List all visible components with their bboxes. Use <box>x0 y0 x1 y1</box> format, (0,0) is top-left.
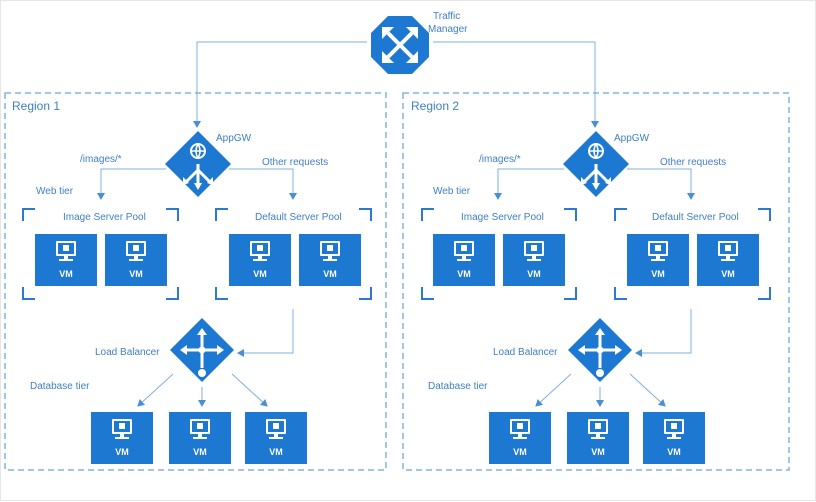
r1-load-balancer-label: Load Balancer <box>95 347 160 358</box>
vm-monitor-icon <box>56 241 76 256</box>
vm-node: VM <box>433 234 495 286</box>
vm-label: VM <box>59 269 73 279</box>
r1-image-pool-label: Image Server Pool <box>63 212 146 223</box>
traffic-manager-label-line1: Traffic <box>433 11 461 22</box>
vm-label: VM <box>129 269 143 279</box>
vm-node: VM <box>503 234 565 286</box>
vm-monitor-icon <box>588 419 608 434</box>
r2-image-pool-brackets <box>421 208 577 300</box>
r1-images-path-label: /images/* <box>80 154 122 165</box>
vm-label: VM <box>591 447 605 457</box>
r1-load-balancer-icon <box>170 318 234 382</box>
vm-node: VM <box>91 412 153 464</box>
vm-node: VM <box>169 412 231 464</box>
vm-node: VM <box>229 234 291 286</box>
vm-label: VM <box>253 269 267 279</box>
vm-node: VM <box>105 234 167 286</box>
r1-appgw-label: AppGW <box>216 133 252 144</box>
vm-monitor-icon <box>648 241 668 256</box>
r1-web-tier-label: Web tier <box>36 186 74 197</box>
r2-appgw-to-image-pool-connector <box>494 168 564 200</box>
vm-label: VM <box>115 447 129 457</box>
r1-image-pool-brackets <box>22 208 179 300</box>
vm-node: VM <box>567 412 629 464</box>
vm-monitor-icon <box>664 419 684 434</box>
traffic-manager-icon <box>371 16 429 74</box>
r2-load-balancer-icon <box>568 318 632 382</box>
vm-label: VM <box>269 447 283 457</box>
region-1-box <box>4 92 387 471</box>
vm-label: VM <box>193 447 207 457</box>
vm-label: VM <box>721 269 735 279</box>
vm-label: VM <box>457 269 471 279</box>
tm-to-appgw2-connector <box>433 41 599 128</box>
r1-default-pool-brackets <box>215 208 372 300</box>
r2-load-balancer-label: Load Balancer <box>493 347 558 358</box>
r1-default-pool-label: Default Server Pool <box>255 212 342 223</box>
vm-monitor-icon <box>524 241 544 256</box>
traffic-manager-label-line2: Manager <box>428 24 468 35</box>
r2-lb-to-db1-connector <box>535 373 572 407</box>
r1-appgw-to-default-pool-connector <box>229 168 297 200</box>
vm-monitor-icon <box>126 241 146 256</box>
vm-monitor-icon <box>112 419 132 434</box>
vm-label: VM <box>667 447 681 457</box>
vm-monitor-icon <box>190 419 210 434</box>
r2-image-pool-label: Image Server Pool <box>461 212 544 223</box>
r1-default-pool-to-lb-connector <box>237 309 294 357</box>
vm-monitor-icon <box>266 419 286 434</box>
vm-monitor-icon <box>454 241 474 256</box>
vm-node: VM <box>627 234 689 286</box>
r2-default-pool-to-lb-connector <box>635 309 692 357</box>
r1-appgw-to-image-pool-connector <box>97 168 166 200</box>
vm-node: VM <box>245 412 307 464</box>
r2-web-tier-label: Web tier <box>433 186 471 197</box>
region-2-label: Region 2 <box>411 99 460 113</box>
r2-appgw-to-default-pool-connector <box>627 168 695 200</box>
r1-lb-to-db3-connector <box>231 373 268 407</box>
vm-node: VM <box>697 234 759 286</box>
r2-appgw-label: AppGW <box>614 133 650 144</box>
r2-default-pool-label: Default Server Pool <box>652 212 739 223</box>
vm-node: VM <box>643 412 705 464</box>
r2-lb-to-db3-connector <box>629 373 666 407</box>
vm-monitor-icon <box>250 241 270 256</box>
vm-monitor-icon <box>510 419 530 434</box>
r1-other-requests-label: Other requests <box>262 157 329 168</box>
vm-label: VM <box>651 269 665 279</box>
vm-label: VM <box>527 269 541 279</box>
vm-node: VM <box>489 412 551 464</box>
vm-node: VM <box>299 234 361 286</box>
r2-appgw-icon <box>563 131 629 197</box>
vm-monitor-icon <box>320 241 340 256</box>
r1-database-tier-label: Database tier <box>30 381 90 392</box>
r1-lb-to-db1-connector <box>137 373 174 407</box>
vm-label: VM <box>323 269 337 279</box>
vm-label: VM <box>513 447 527 457</box>
vm-node: VM <box>35 234 97 286</box>
r2-database-tier-label: Database tier <box>428 381 488 392</box>
region-2-box <box>402 92 790 471</box>
vm-monitor-icon <box>718 241 738 256</box>
tm-to-appgw1-connector <box>193 41 367 128</box>
r2-other-requests-label: Other requests <box>660 157 727 168</box>
r1-appgw-icon <box>165 131 231 197</box>
region-1-label: Region 1 <box>12 99 61 113</box>
r2-default-pool-brackets <box>614 208 771 300</box>
r2-images-path-label: /images/* <box>479 154 521 165</box>
